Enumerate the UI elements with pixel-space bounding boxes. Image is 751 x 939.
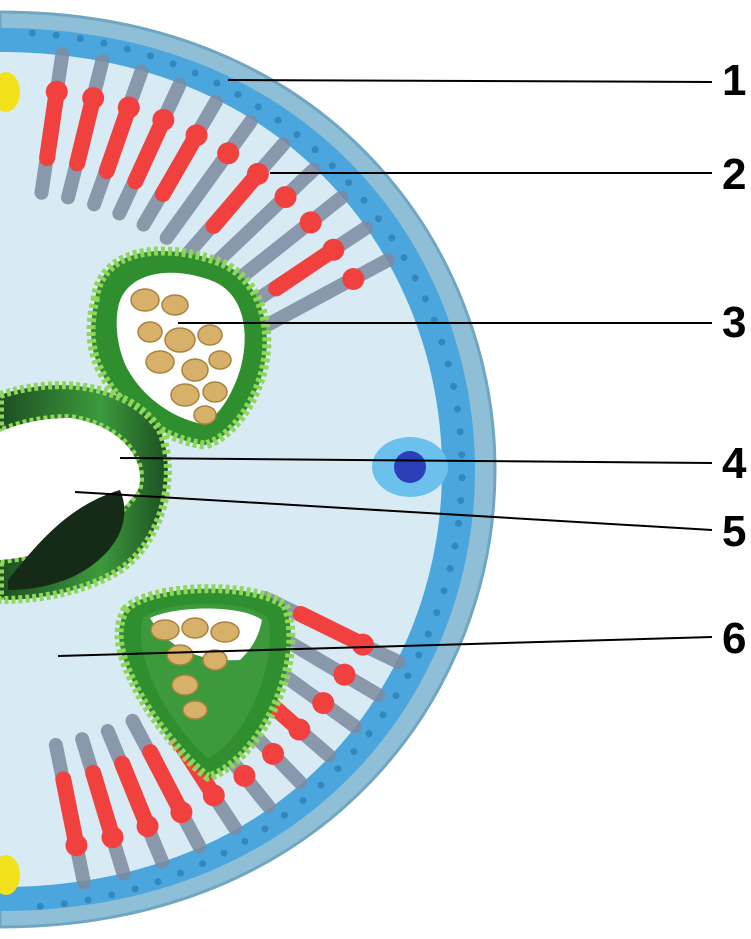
- cell-dot: [61, 900, 68, 907]
- red-cell: [274, 186, 296, 208]
- granule: [172, 675, 198, 695]
- cell-dot: [261, 825, 268, 832]
- red-cell: [342, 268, 364, 290]
- cell-dot: [300, 797, 307, 804]
- red-cell: [217, 142, 239, 164]
- granule: [131, 289, 159, 311]
- cell-dot: [380, 711, 387, 718]
- cell-dot: [241, 838, 248, 845]
- granule: [203, 382, 227, 402]
- cell-dot: [124, 45, 131, 52]
- red-cell: [262, 743, 284, 765]
- cell-dot: [234, 91, 241, 98]
- granule: [167, 645, 193, 665]
- cell-dot: [281, 812, 288, 819]
- cell-dot: [29, 30, 36, 37]
- label-2: 2: [722, 150, 746, 199]
- cell-dot: [438, 338, 445, 345]
- label-5: 5: [722, 507, 746, 556]
- cell-dot: [37, 903, 44, 910]
- cell-dot: [108, 891, 115, 898]
- cell-dot: [192, 70, 199, 77]
- cell-dot: [433, 609, 440, 616]
- cell-dot: [447, 565, 454, 572]
- cell-dot: [345, 179, 352, 186]
- granule: [203, 650, 227, 670]
- cell-dot: [455, 520, 462, 527]
- cell-dot: [457, 497, 464, 504]
- label-6: 6: [722, 614, 746, 663]
- cell-dot: [177, 870, 184, 877]
- cell-dot: [451, 543, 458, 550]
- granule: [194, 406, 216, 424]
- granule: [211, 622, 239, 642]
- cell-dot: [412, 274, 419, 281]
- cell-dot: [445, 361, 452, 368]
- cell-dot: [350, 748, 357, 755]
- cell-dot: [155, 878, 162, 885]
- red-cell: [300, 211, 322, 233]
- cell-dot: [334, 765, 341, 772]
- granule: [198, 325, 222, 345]
- leader-line-1: [228, 80, 712, 82]
- cell-dot: [312, 146, 319, 153]
- red-cell: [333, 664, 355, 686]
- cell-dot: [213, 80, 220, 87]
- red-cell-body: [47, 92, 57, 158]
- cell-dot: [220, 850, 227, 857]
- label-1: 1: [722, 56, 746, 105]
- cell-dot: [199, 860, 206, 867]
- cell-dot: [457, 428, 464, 435]
- granule: [182, 359, 208, 381]
- cell-dot: [132, 885, 139, 892]
- cell-dot: [441, 587, 448, 594]
- cell-dot: [170, 60, 177, 67]
- cell-dot: [401, 254, 408, 261]
- cell-dot: [293, 131, 300, 138]
- cell-dot: [100, 40, 107, 47]
- cell-dot: [422, 295, 429, 302]
- granule: [165, 328, 195, 352]
- red-cell: [233, 765, 255, 787]
- cell-dot: [361, 197, 368, 204]
- granule: [162, 295, 188, 315]
- cell-dot: [255, 103, 262, 110]
- cell-dot: [388, 234, 395, 241]
- granule: [171, 384, 199, 406]
- cell-dot: [404, 672, 411, 679]
- label-4: 4: [722, 439, 747, 488]
- cell-dot: [375, 215, 382, 222]
- cell-dot: [275, 117, 282, 124]
- cell-dot: [85, 896, 92, 903]
- cell-dot: [53, 32, 60, 39]
- cell-dot: [329, 162, 336, 169]
- cell-dot: [458, 474, 465, 481]
- granule: [183, 701, 207, 719]
- granule: [151, 620, 179, 640]
- red-cell: [312, 692, 334, 714]
- cell-dot: [317, 782, 324, 789]
- cell-dot: [454, 406, 461, 413]
- cell-dot: [458, 451, 465, 458]
- cell-dot: [77, 35, 84, 42]
- granule: [138, 322, 162, 342]
- granule: [209, 351, 231, 369]
- granule: [146, 351, 174, 373]
- blue-nucleus: [394, 451, 426, 483]
- cell-dot: [393, 692, 400, 699]
- cell-dot: [415, 652, 422, 659]
- granule: [182, 618, 208, 638]
- cell-dot: [425, 631, 432, 638]
- cell-dot: [450, 383, 457, 390]
- label-3: 3: [722, 298, 746, 347]
- cell-dot: [365, 730, 372, 737]
- cell-dot: [147, 52, 154, 59]
